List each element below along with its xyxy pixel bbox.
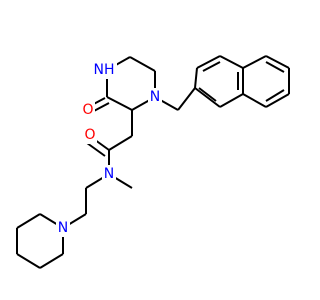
bond [265,61,285,73]
bond [196,55,221,69]
bond [242,55,267,69]
bond [16,213,41,229]
bond [108,135,133,151]
bond [129,56,156,72]
bond [86,142,106,157]
bond [194,87,221,108]
atom-label-nitrogen: N [104,166,114,182]
atom-label-nitrogen: N [150,89,160,105]
atom-amide-nitrogen: N [102,165,116,183]
bond [177,87,196,111]
atom-label-nitrogen: N [58,220,68,236]
atom-amide-oxygen: O [83,126,97,144]
bond [106,96,133,111]
atom-label-nh: NH [94,62,115,78]
atom-label-oxygen: O [84,127,95,143]
bond [242,93,267,108]
bond [265,93,290,108]
atom-piperidine-nitrogen: N [56,219,70,237]
molecule-drawing: NH O N O N N [16,55,290,269]
atom-ring-carbonyl-oxygen: O [81,101,95,119]
bond [202,61,221,72]
bond [39,253,64,269]
bond [219,55,244,69]
atom-label-oxygen: O [82,102,93,118]
bond [194,67,198,89]
bond [198,87,217,102]
atom-ring-nitrogen: N [148,88,162,106]
bond [265,89,285,102]
atom-nh: NH [91,61,117,79]
bond [219,93,244,108]
bond [265,55,290,69]
bond [16,253,41,269]
structure-canvas: NH O N O N N [16,55,290,269]
